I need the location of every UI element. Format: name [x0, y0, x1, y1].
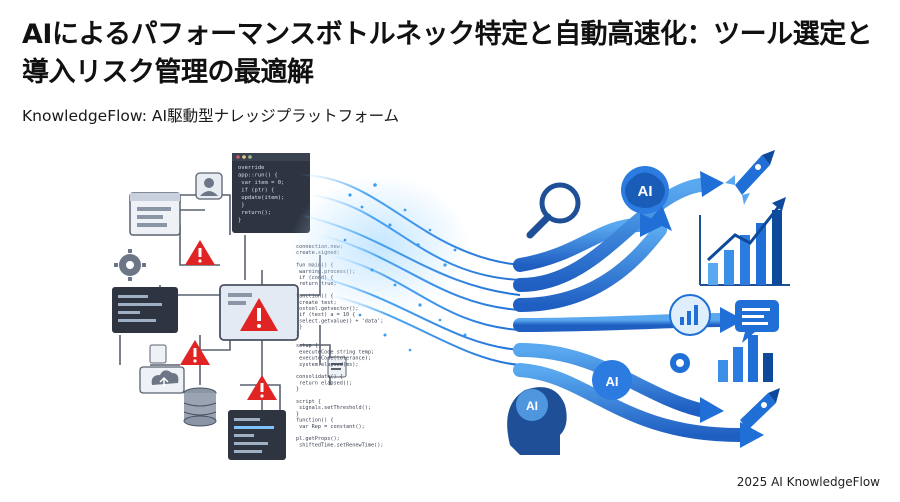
monitor-window [219, 284, 299, 341]
ai-brain-icon: AI [621, 166, 669, 214]
code-line: system.elapsed(ms); [296, 362, 358, 368]
code-line: var Rep = constant(); [296, 424, 365, 430]
code-line [296, 368, 299, 374]
database-icon [183, 387, 217, 427]
code-line: if (test) a = 10 { [296, 312, 355, 318]
code-line: } [296, 387, 299, 393]
file-icon [327, 356, 347, 378]
code-line: return elapsed(); [296, 380, 352, 386]
code-line: signals.setThreshold(); [296, 405, 371, 411]
code-line: executeCode string temp; [296, 349, 374, 355]
code-line: create test; [296, 300, 337, 306]
code-line: select.getvalue() + 'data'; [296, 318, 383, 324]
code-line: } [296, 325, 302, 331]
code-line: } [238, 203, 245, 209]
code-line: return(); [238, 210, 271, 216]
code-line: pl.getProps(); [296, 436, 340, 442]
code-line: executeCode(tolerance); [296, 356, 371, 362]
user-icon [195, 172, 223, 200]
browser-window [129, 192, 181, 236]
code-line: if (ptr) { [238, 188, 274, 194]
code-line: override [238, 165, 265, 171]
code-line: ostool.getvector(); [296, 306, 358, 312]
gear-icon [114, 249, 146, 281]
growth-chart-icon [699, 197, 790, 286]
ai-badge: AI [526, 399, 538, 413]
code-line [296, 287, 299, 293]
alert-icon [180, 340, 210, 365]
code-line: } [238, 218, 241, 224]
magnifier-icon [526, 182, 581, 239]
ai-head-icon: AI [507, 387, 567, 455]
code-line: consolidate() { [296, 374, 343, 380]
bar-chart-icon [718, 335, 773, 382]
page-subtitle: KnowledgeFlow: AI駆動型ナレッジプラットフォーム [22, 107, 400, 125]
code-line: setup { [296, 343, 318, 349]
code-line: } [296, 411, 299, 417]
code-line: function() { [296, 294, 333, 300]
system-diagram [112, 172, 347, 460]
ai-badge: AI [638, 183, 653, 200]
gear-icon [670, 353, 690, 373]
brain-analytics-icon [669, 294, 711, 336]
page-title: AIによるパフォーマンスボトルネック特定と自動高速化：ツール選定と導入リスク管理… [22, 19, 873, 88]
code-line: } [296, 331, 299, 337]
alert-icon [185, 240, 215, 265]
rocket-icon [725, 150, 775, 205]
data-stream [290, 174, 521, 366]
alert-icon [247, 375, 277, 400]
terminal-window [112, 287, 178, 333]
file-icon [149, 344, 167, 364]
code-line [296, 430, 299, 436]
cloud-upload-icon [139, 366, 185, 394]
rocket-icon [740, 388, 780, 430]
code-line: script { [296, 399, 321, 405]
code-line [296, 393, 299, 399]
code-line: update(item); [238, 195, 284, 201]
code-line: var item = 0; [238, 180, 284, 186]
code-line [296, 337, 299, 343]
code-line: shiftedTime.setRenewTime(); [296, 442, 383, 448]
copyright-footer: 2025 AI KnowledgeFlow [736, 475, 880, 489]
code-line: app::run() { [238, 173, 278, 179]
ai-badge: AI [606, 374, 619, 389]
code-window-bottom [228, 410, 286, 460]
ai-brain-icon: AI [592, 360, 632, 400]
code-line: function() { [296, 418, 333, 424]
